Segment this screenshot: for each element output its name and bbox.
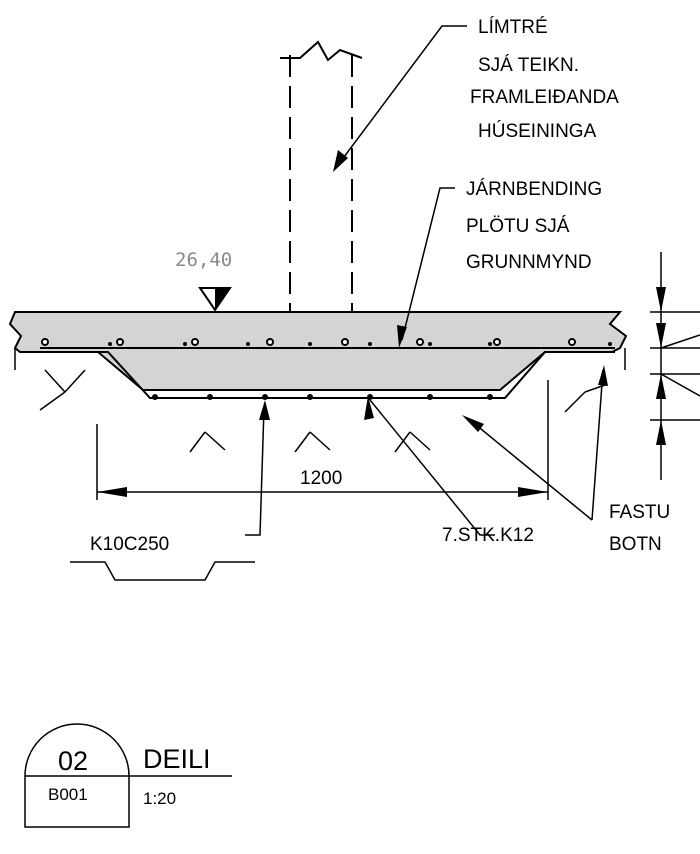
small-rebar-dots	[108, 342, 612, 400]
span-dimension	[96, 380, 549, 500]
span-value: 1200	[300, 468, 342, 489]
detail-title: DEILI	[143, 744, 211, 774]
fastu-label-2: BOTN	[609, 534, 662, 555]
limtre-label-4: HÚSEININGA	[478, 120, 597, 142]
column-outline	[280, 40, 363, 312]
rebar-dots	[41, 338, 576, 346]
k10-label: K10C250	[90, 534, 169, 555]
sheet-number: B001	[48, 785, 88, 804]
jarn-label-2: PLÖTU SJÁ	[466, 216, 570, 237]
detail-number: 02	[58, 746, 88, 776]
jarn-label-3: GRUNNMYND	[466, 252, 592, 273]
bottom-rebar-line	[40, 351, 615, 399]
limtre-label-3: FRAMLEIÐANDA	[470, 87, 619, 108]
arrowheads	[259, 150, 608, 432]
soil-hatch	[39, 369, 606, 453]
limtre-label-2: SJÁ TEIKN.	[478, 55, 579, 76]
limtre-label-1: LÍMTRÉ	[478, 17, 548, 38]
concrete-slab	[8, 311, 628, 391]
title-block	[24, 723, 232, 828]
detail-scale: 1:20	[143, 789, 176, 808]
fastu-label-1: FASTU	[609, 502, 670, 523]
level-value: 26,40	[175, 249, 232, 271]
right-dimension	[650, 252, 700, 480]
k12-label: 7.STK.K12	[442, 525, 534, 546]
leader-lines	[70, 25, 604, 581]
jarn-label-1: JÁRNBENDING	[466, 179, 602, 200]
